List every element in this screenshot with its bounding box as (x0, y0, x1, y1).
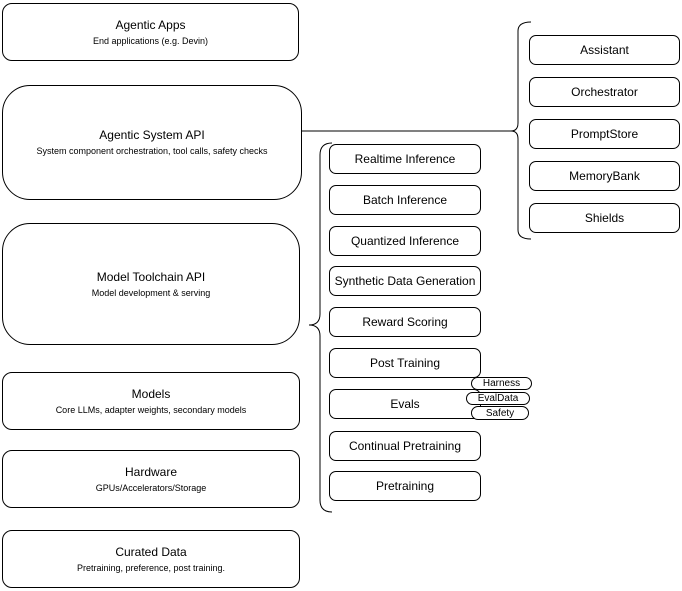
node-subtitle: Model development & serving (91, 287, 211, 298)
node-subtitle: GPUs/Accelerators/Storage (95, 482, 207, 493)
leaf-memorybank: MemoryBank (529, 161, 680, 191)
toolchain-brace (308, 142, 333, 513)
leaf-post-training: Post Training (329, 348, 481, 378)
leaf-promptstore: PromptStore (529, 119, 680, 149)
node-subtitle: End applications (e.g. Devin) (92, 35, 209, 46)
node-title: Agentic System API (99, 128, 205, 142)
node-model-toolchain-api: Model Toolchain API Model development & … (2, 223, 300, 345)
leaf-pretraining: Pretraining (329, 471, 481, 501)
leaf-orchestrator: Orchestrator (529, 77, 680, 107)
node-title: Hardware (124, 464, 178, 479)
node-title: Agentic Apps (115, 17, 186, 32)
node-subtitle: Pretraining, preference, post training. (76, 562, 226, 573)
node-title: Model Toolchain API (96, 269, 206, 284)
tag-safety: Safety (471, 406, 529, 420)
leaf-realtime-inference: Realtime Inference (329, 144, 481, 174)
node-agentic-apps: Agentic Apps End applications (e.g. Devi… (2, 3, 299, 61)
tag-evaldata: EvalData (466, 392, 530, 405)
leaf-continual-pretraining: Continual Pretraining (329, 431, 481, 461)
leaf-synthetic-data-generation: Synthetic Data Generation (329, 266, 481, 296)
node-subtitle: System component orchestration, tool cal… (36, 146, 268, 156)
node-hardware: Hardware GPUs/Accelerators/Storage (2, 450, 300, 508)
node-models: Models Core LLMs, adapter weights, secon… (2, 372, 300, 430)
leaf-shields: Shields (529, 203, 680, 233)
node-subtitle: Core LLMs, adapter weights, secondary mo… (55, 404, 247, 415)
tag-harness: Harness (471, 377, 532, 390)
agentic-services-brace (510, 21, 532, 240)
leaf-reward-scoring: Reward Scoring (329, 307, 481, 337)
node-title: Curated Data (115, 544, 187, 559)
node-curated-data: Curated Data Pretraining, preference, po… (2, 530, 300, 588)
leaf-batch-inference: Batch Inference (329, 185, 481, 215)
node-agentic-system-api: Agentic System API System component orch… (2, 85, 302, 200)
leaf-evals: Evals (329, 389, 481, 419)
node-title: Models (131, 386, 171, 401)
leaf-quantized-inference: Quantized Inference (329, 226, 481, 256)
leaf-assistant: Assistant (529, 35, 680, 65)
